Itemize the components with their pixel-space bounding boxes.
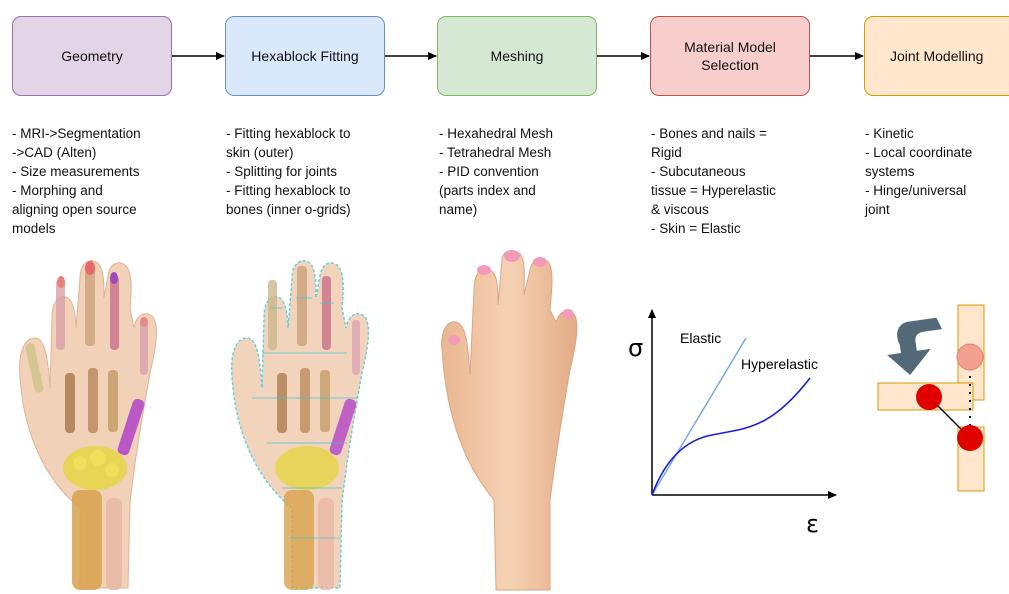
hand-bones-icon [20, 261, 157, 590]
ghost-joint-circle [957, 344, 983, 370]
hyperelastic-label: Hyperelastic [741, 356, 818, 372]
stress-strain-chart: σ ε Elastic Hyperelastic [628, 310, 836, 538]
elastic-label: Elastic [680, 330, 721, 346]
epsilon-label: ε [806, 510, 819, 538]
joint-hinge-icon [878, 305, 984, 491]
sigma-label: σ [628, 334, 643, 362]
joint-circle-lower [957, 425, 983, 451]
hand-mesh-icon [442, 250, 577, 590]
elastic-line [652, 338, 746, 495]
hand-hexablock-icon [232, 261, 369, 590]
hyperelastic-curve [652, 378, 810, 495]
joint-circle-left [916, 384, 942, 410]
rotation-arrow-icon [883, 317, 948, 378]
